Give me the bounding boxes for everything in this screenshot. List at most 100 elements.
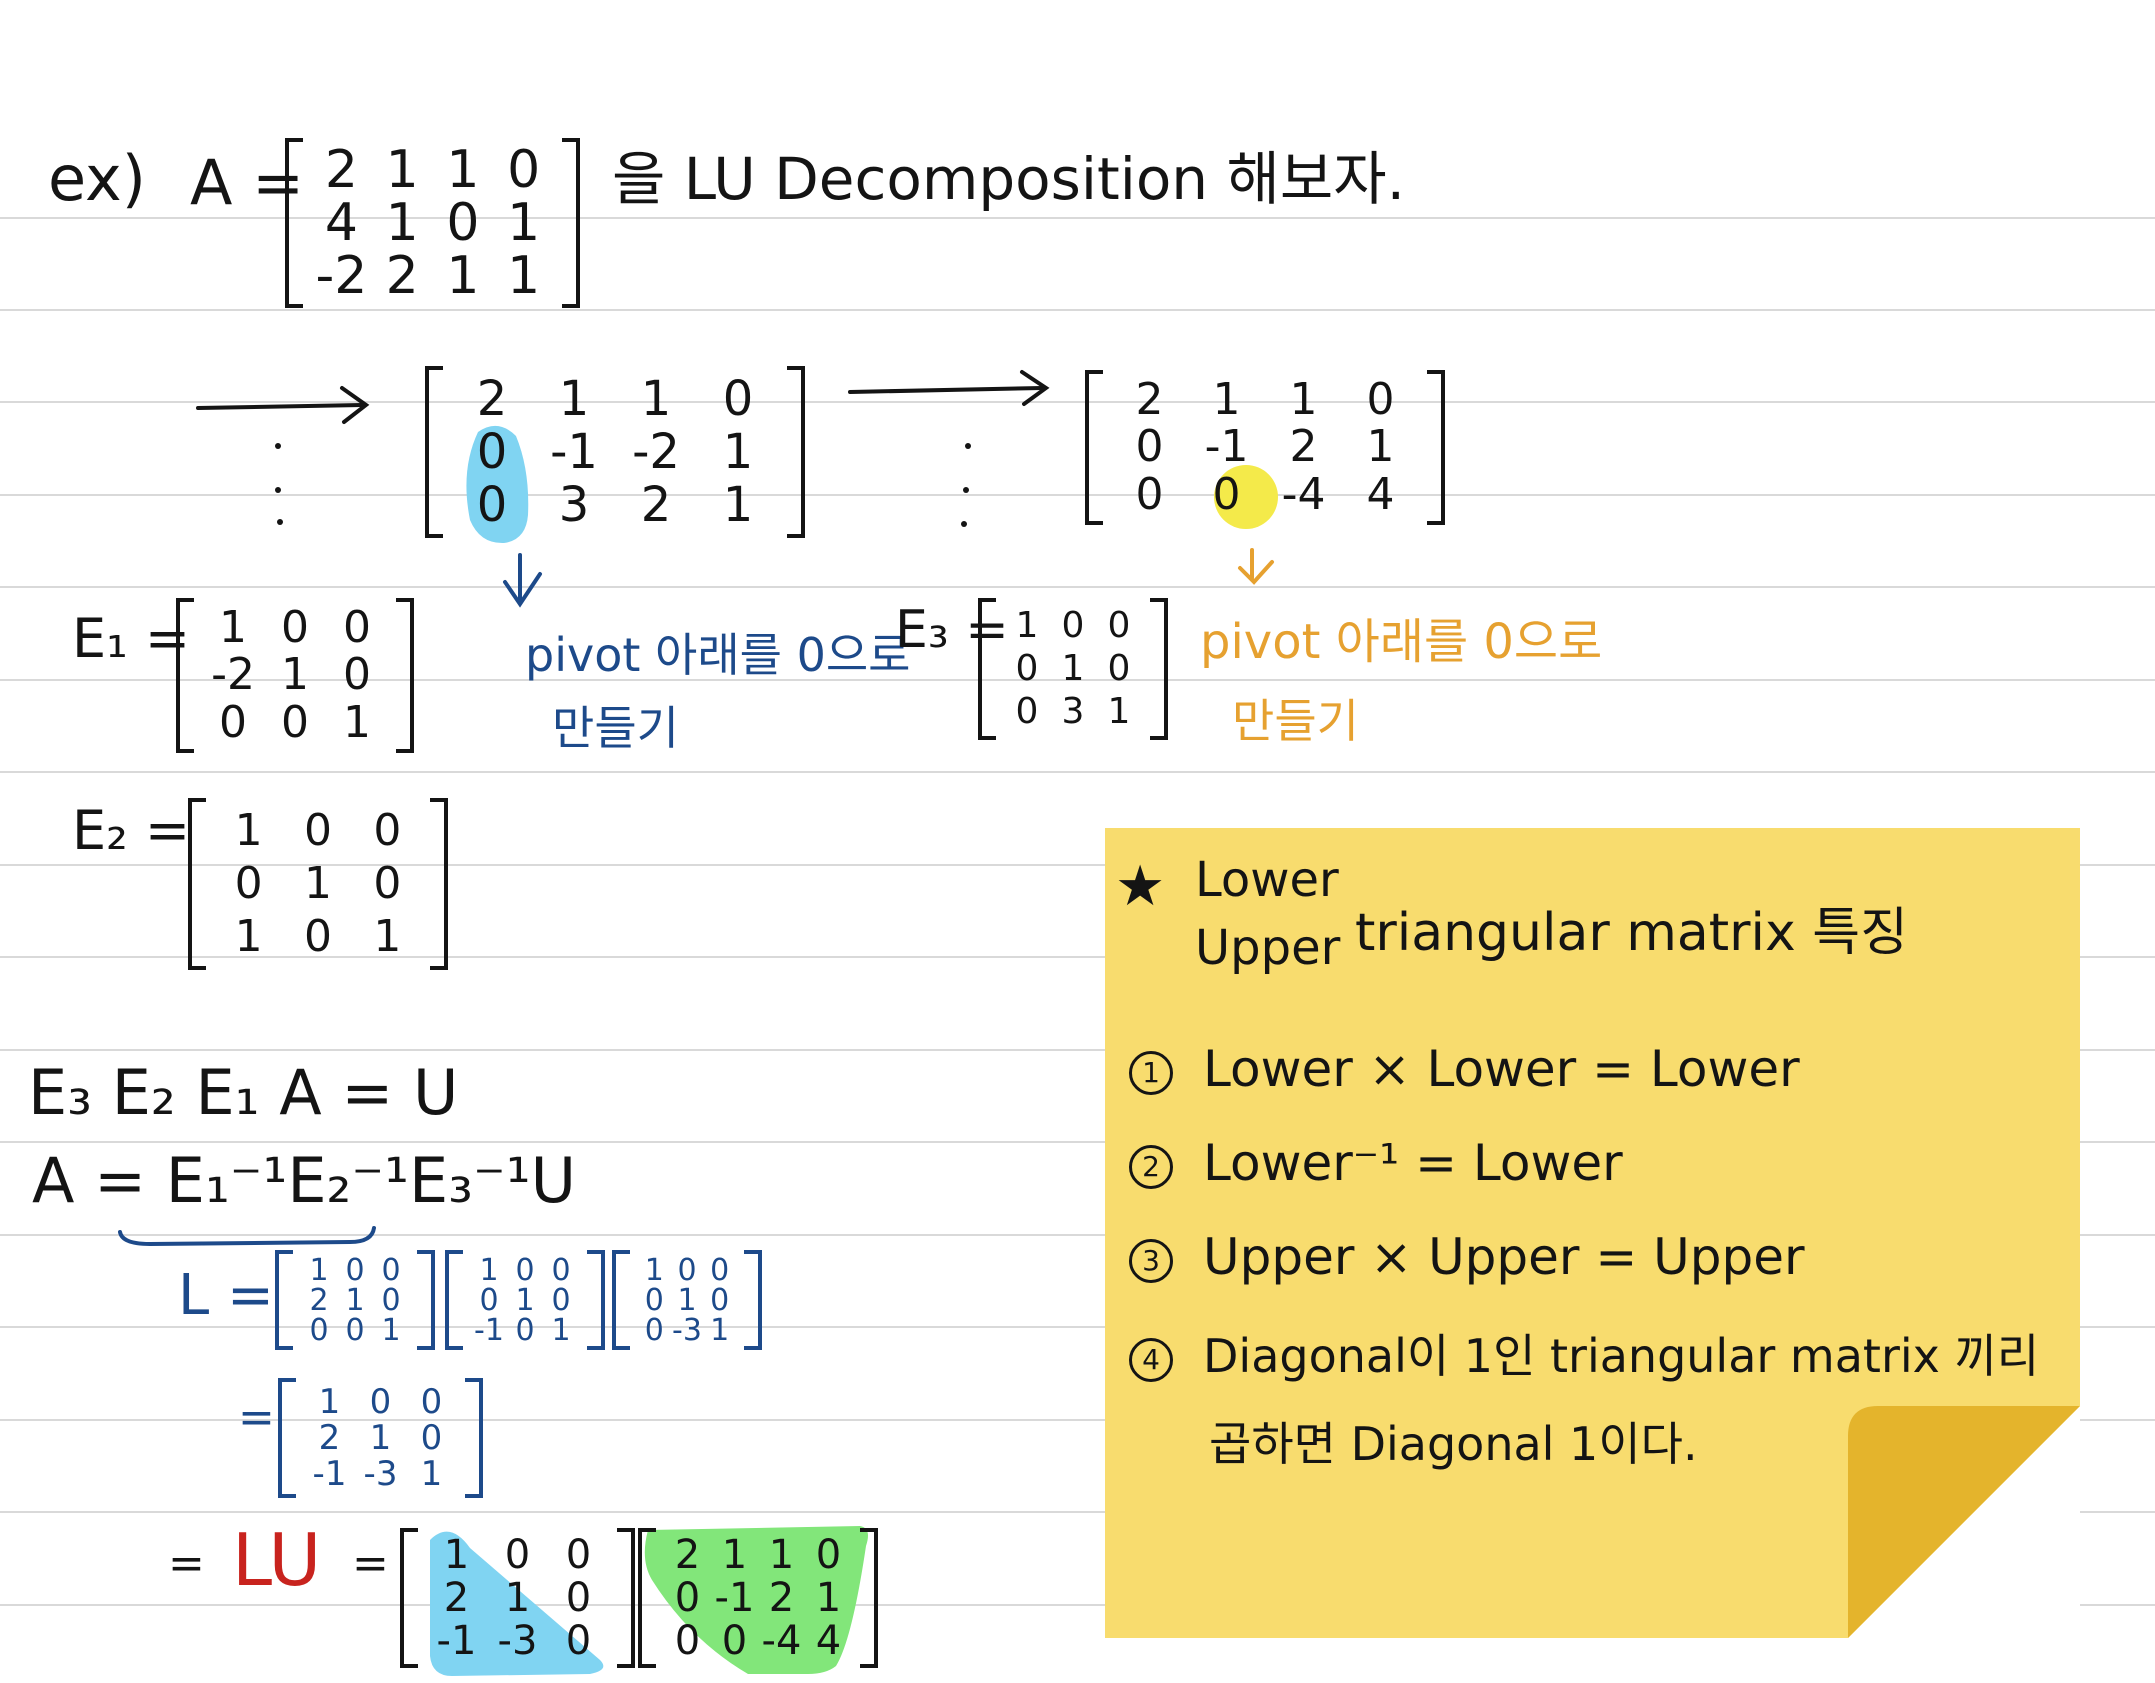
- l-equals-sign: =: [238, 1392, 275, 1443]
- matrix-cell: 1: [768, 1532, 795, 1579]
- matrix-cell: 0: [381, 1283, 401, 1318]
- matrix-cell: 2: [309, 1283, 329, 1318]
- matrix-cell: 0: [710, 1253, 730, 1288]
- bracket-left: [978, 598, 996, 740]
- pivot-note-orange-line1: pivot 아래를 0으로: [1200, 614, 1603, 670]
- matrix-cell: -1: [1204, 421, 1249, 473]
- matrix-cell: 0: [281, 697, 309, 749]
- matrix-cell: 0: [309, 1313, 329, 1348]
- matrix-cell: 0: [381, 1253, 401, 1288]
- matrix-cell: 0: [1212, 469, 1241, 521]
- matrix-cell: 0: [281, 601, 309, 653]
- matrix-cell: 0: [721, 1617, 748, 1664]
- matrix-cell: 0: [565, 1532, 592, 1579]
- matrix-cell: 0: [373, 857, 402, 909]
- matrix-cell: 0: [373, 804, 402, 856]
- example-prefix: ex): [48, 142, 146, 215]
- matrix-cell: 1: [343, 697, 371, 749]
- matrix-cell: 0: [677, 1253, 697, 1288]
- lu-label: LU: [232, 1518, 322, 1602]
- matrix-cell: 0: [722, 370, 754, 427]
- sticky-title: triangular matrix 특징: [1355, 903, 1908, 963]
- property-4-continued: 곱하면 Diagonal 1이다.: [1209, 1417, 1698, 1471]
- matrix-cell: 0: [476, 477, 508, 534]
- matrix-cell: 1: [721, 1532, 748, 1579]
- matrix-cell: 1: [1366, 421, 1395, 473]
- sticky-star: ★: [1115, 854, 1166, 919]
- matrix-cell: 0: [565, 1574, 592, 1621]
- matrix-cell: 1: [309, 1253, 329, 1288]
- matrix-cell: 4: [324, 192, 358, 253]
- equation-e3e2e1a-u: E₃ E₂ E₁ A = U: [28, 1056, 459, 1129]
- bracket-left: [278, 1378, 296, 1498]
- matrix-cell: 1: [515, 1283, 535, 1318]
- matrix-cell: 0: [565, 1617, 592, 1664]
- matrix-cell: 1: [507, 245, 541, 306]
- matrix-cell: 1: [373, 911, 402, 963]
- matrix-cell: 2: [443, 1574, 470, 1621]
- number-circle-icon: 4: [1129, 1337, 1173, 1382]
- property-3: 3 Upper × Upper = Upper: [1129, 1228, 1805, 1286]
- property-3-text: Upper × Upper = Upper: [1203, 1228, 1805, 1286]
- matrix-cell: 1: [1107, 691, 1131, 733]
- matrix-cell: 0: [1061, 604, 1085, 646]
- bracket-right: [1427, 370, 1445, 525]
- bracket-left: [612, 1250, 630, 1350]
- bracket-right: [430, 798, 448, 970]
- matrix-cell: 1: [504, 1574, 531, 1621]
- matrix-cell: 1: [1061, 647, 1085, 689]
- bracket-right: [1150, 598, 1168, 740]
- sticky-upper-word: Upper: [1195, 920, 1341, 976]
- matrix-cell: 0: [674, 1574, 701, 1621]
- matrix-cell: 0: [1015, 691, 1039, 733]
- matrix-cell: 1: [318, 1382, 341, 1422]
- matrix-cell: 2: [476, 370, 508, 427]
- matrix-cell: 1: [234, 804, 263, 856]
- bracket-left: [638, 1528, 656, 1668]
- matrix-cell: 1: [303, 857, 332, 909]
- property-4-text: Diagonal이 1인 triangular matrix 끼리: [1203, 1329, 2040, 1383]
- matrix-cell: 0: [507, 140, 541, 201]
- matrix-cell: 1: [722, 423, 754, 480]
- matrix-cell: 0: [303, 804, 332, 856]
- pivot-note-blue-line1: pivot 아래를 0으로: [525, 628, 911, 682]
- matrix-cell: 1: [446, 245, 480, 306]
- matrix-cell: 0: [345, 1313, 365, 1348]
- matrix-cell: 0: [515, 1253, 535, 1288]
- matrix-cell: 1: [677, 1283, 697, 1318]
- bracket-right: [587, 1250, 605, 1350]
- matrix-cell: -2: [315, 245, 368, 306]
- matrix-cell: 1: [345, 1283, 365, 1318]
- sticky-lower-word: Lower: [1195, 852, 1339, 908]
- matrix-cell: 3: [1061, 691, 1085, 733]
- matrix-cell: 1: [443, 1532, 470, 1579]
- matrix-cell: 0: [551, 1253, 571, 1288]
- matrix-cell: -1: [436, 1617, 477, 1664]
- matrix-cell: 0: [219, 697, 247, 749]
- bracket-right: [562, 138, 580, 308]
- matrix-cell: 1: [1212, 373, 1241, 425]
- matrix-cell: 1: [1015, 604, 1039, 646]
- matrix-cell: 0: [644, 1283, 664, 1318]
- matrix-cell: 1: [446, 140, 480, 201]
- number-circle-icon: 3: [1129, 1238, 1173, 1283]
- matrix-cell: 4: [1366, 469, 1395, 521]
- matrix-cell: 2: [1289, 421, 1318, 473]
- number-circle-icon: 1: [1129, 1050, 1173, 1095]
- bracket-right: [465, 1378, 483, 1498]
- matrix-cell: -1: [312, 1454, 347, 1494]
- matrix-cell: 1: [385, 140, 419, 201]
- e2-label: E₂ =: [72, 799, 191, 862]
- bracket-left: [285, 138, 303, 308]
- matrix-cell: 1: [507, 192, 541, 253]
